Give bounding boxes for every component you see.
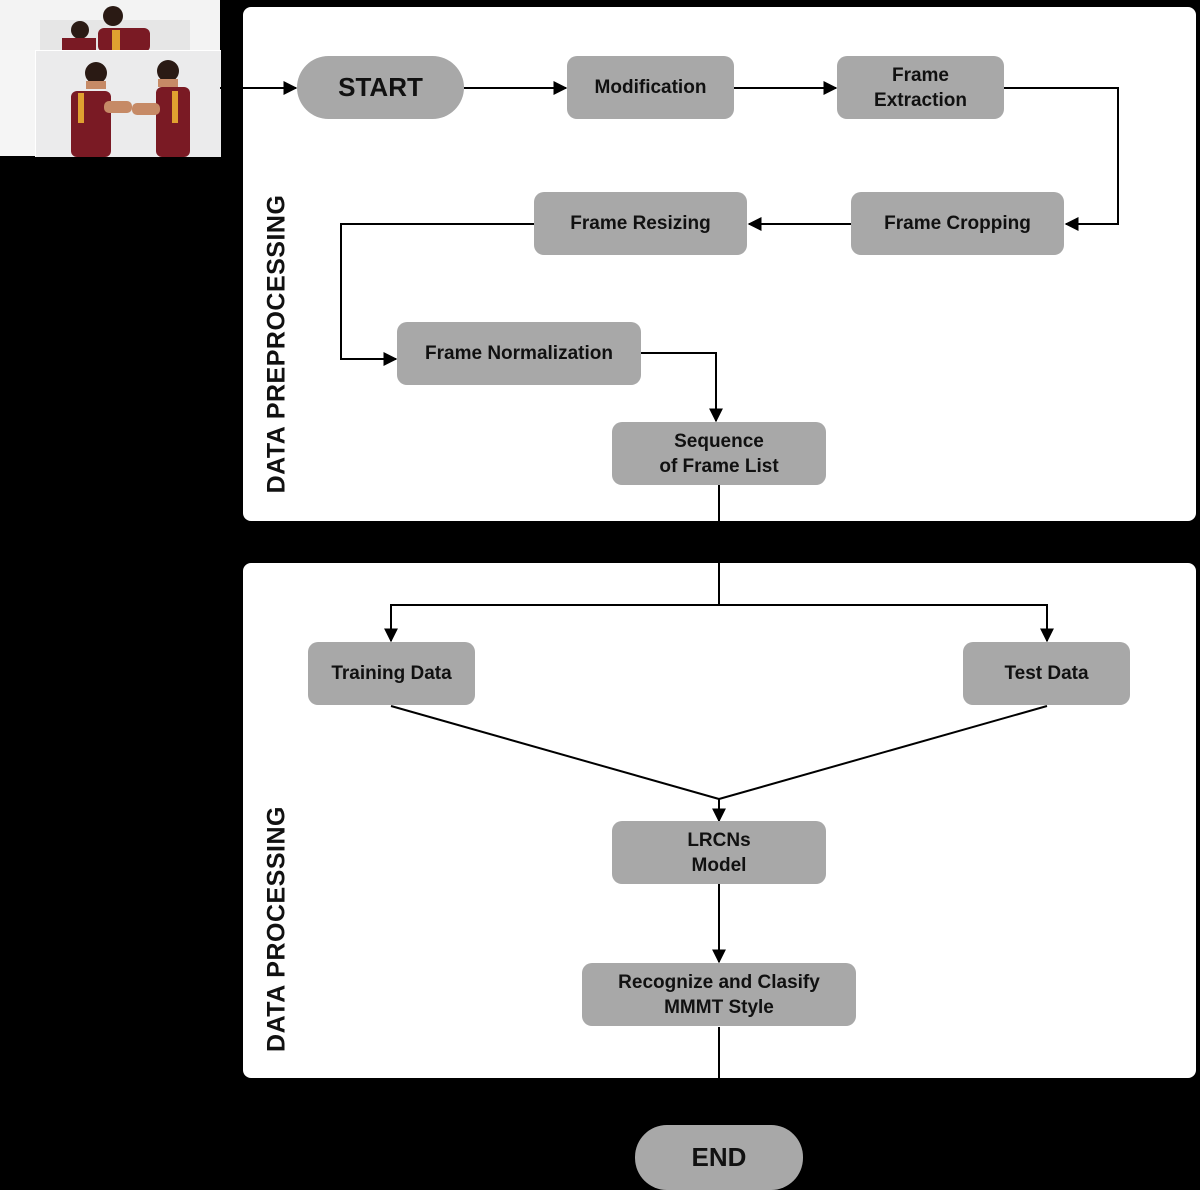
frame-cropping-node: Frame Cropping	[851, 192, 1064, 255]
frame-extraction-node: Frame Extraction	[837, 56, 1004, 119]
start-node: START	[297, 56, 464, 119]
lrcns-model-node: LRCNs Model	[612, 821, 826, 884]
end-node: END	[635, 1125, 803, 1190]
modification-node: Modification	[567, 56, 734, 119]
edge-resizing-normalization	[340, 223, 534, 366]
frame-resizing-node: Frame Resizing	[534, 192, 747, 255]
edge-extraction-cropping	[1004, 87, 1119, 231]
edge-test-lrcns	[718, 705, 1048, 800]
training-data-node: Training Data	[308, 642, 475, 705]
edge-split-training	[384, 604, 719, 643]
edge-training-lrcns	[390, 705, 720, 800]
recognize-classify-node: Recognize and Clasify MMMT Style	[582, 963, 856, 1026]
frame-normalization-node: Frame Normalization	[397, 322, 641, 385]
edge-split-test	[719, 604, 1054, 643]
edge-normalization-sequence	[641, 352, 723, 423]
sequence-frame-list-node: Sequence of Frame List	[612, 422, 826, 485]
martial-arts-photo	[35, 50, 221, 157]
test-data-node: Test Data	[963, 642, 1130, 705]
